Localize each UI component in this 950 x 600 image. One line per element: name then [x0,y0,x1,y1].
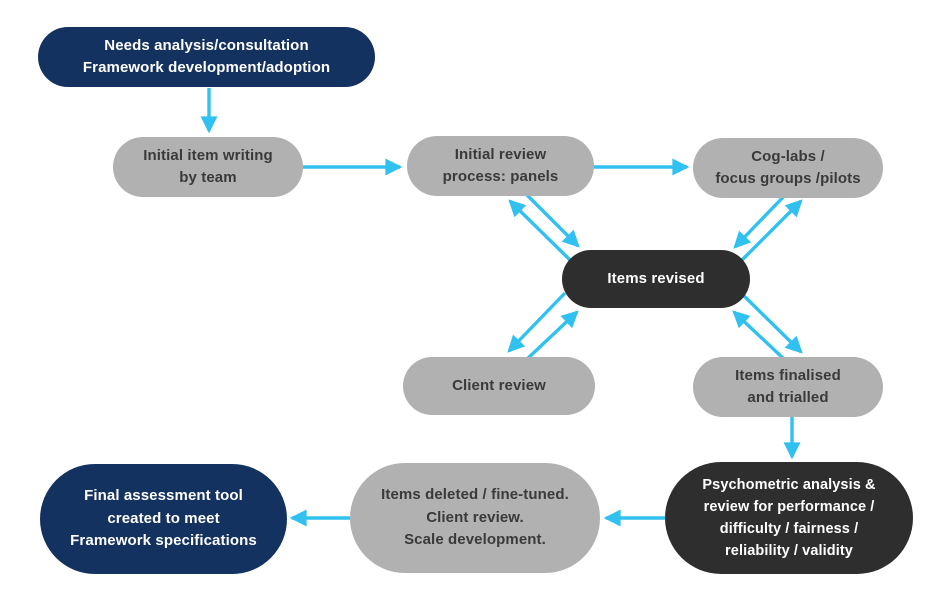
node-line: reliability / validity [725,543,853,560]
node-line: focus groups /pilots [715,170,861,187]
arrow-revised-to-client [507,291,567,353]
node-line: Client review. [426,508,524,526]
node-line: Psychometric analysis & [702,476,876,493]
arrow-finalised-to-revised [732,310,787,362]
node-line: Items deleted / fine-tuned. [381,486,569,504]
arrow-revised-to-coglabs [740,199,803,262]
node-line: review for performance / [703,498,875,515]
node-cog-labs: Cog-labs / focus groups /pilots [693,138,883,198]
node-line: and trialled [747,389,829,406]
node-line: Initial item writing [143,146,273,164]
arrow-review-to-revised [521,189,580,248]
node-line: Final assessment tool [84,487,243,505]
node-final-assessment-tool: Final assessment tool created to meet Fr… [40,464,287,574]
arrow-revised-to-review [508,199,572,262]
node-line: Initial review [454,145,547,163]
node-line: Framework specifications [70,532,257,550]
node-psychometric-analysis: Psychometric analysis & review for perfo… [665,462,913,574]
node-line: created to meet [107,509,220,527]
node-initial-review-panels: Initial review process: panels [407,136,594,196]
node-line: Items revised [607,269,705,287]
node-line: Framework development/adoption [82,59,331,76]
node-line: Needs analysis/consultation [104,36,309,54]
node-line: Client review [452,376,546,394]
node-items-revised: Items revised [562,250,750,308]
node-line: Cog-labs / [751,147,825,165]
node-line: difficulty / fairness / [719,521,859,537]
node-items-finalised: Items finalised and trialled [693,357,883,417]
arrow-coglabs-to-revised [733,189,791,249]
node-items-deleted: Items deleted / fine-tuned. Client revie… [350,463,600,573]
arrow-revised-to-finalised [739,291,803,354]
node-line: Scale development. [404,531,546,549]
node-line: Items finalised [735,366,841,384]
node-client-review: Client review [403,357,595,415]
node-line: by team [179,169,237,186]
node-line: process: panels [442,168,559,185]
node-initial-item-writing: Initial item writing by team [113,137,303,197]
node-needs-framework: Needs analysis/consultation Framework de… [38,27,375,87]
arrow-client-to-revised [524,310,579,362]
